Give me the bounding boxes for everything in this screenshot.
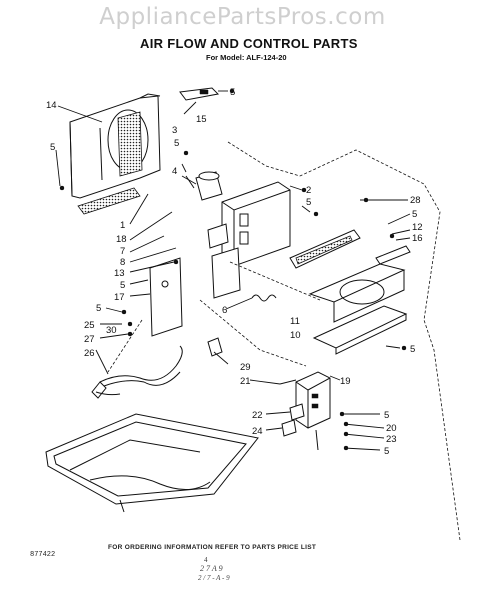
leader-lines	[55, 90, 411, 451]
callout-7: 7	[120, 246, 125, 257]
callout-5: 5	[50, 142, 55, 153]
callout-5: 5	[120, 280, 125, 291]
callout-5: 5	[96, 303, 101, 314]
callout-2: 2	[306, 185, 311, 196]
callout-20: 20	[386, 423, 397, 434]
callout-8: 8	[120, 257, 125, 268]
cabinet-outline	[107, 141, 461, 541]
callout-5: 5	[384, 446, 389, 457]
blower-housing	[308, 263, 408, 355]
wiring-harness	[91, 345, 183, 399]
callout-28: 28	[410, 195, 421, 206]
callout-13: 13	[114, 268, 125, 279]
callout-15: 15	[196, 114, 207, 125]
handwritten-stamp: 2 7 A 9	[200, 564, 223, 573]
screws	[59, 88, 407, 451]
callout-4: 4	[172, 166, 177, 177]
callout-30: 30	[106, 325, 117, 336]
model-label: For Model: ALF-124-20	[206, 53, 287, 62]
top-bracket	[179, 87, 220, 101]
base-tray	[45, 413, 259, 513]
handwritten-stamp-2: 2 / 7 - A - 9	[198, 574, 230, 582]
switch-block	[279, 371, 331, 451]
callout-6: 6	[222, 305, 227, 316]
callout-19: 19	[340, 376, 351, 387]
callout-23: 23	[386, 434, 397, 445]
callout-24: 24	[252, 426, 263, 437]
callout-17: 17	[114, 292, 125, 303]
callout-12: 12	[412, 222, 423, 233]
mounting-plate	[149, 247, 241, 337]
louver-assembly	[289, 229, 411, 269]
callout-5: 5	[306, 197, 311, 208]
callout-27: 27	[84, 334, 95, 345]
rotary-switch	[281, 403, 305, 437]
control-knob	[207, 337, 223, 357]
ordering-note: FOR ORDERING INFORMATION REFER TO PARTS …	[108, 544, 317, 551]
callout-11: 11	[290, 316, 300, 327]
callout-5: 5	[412, 209, 417, 220]
callout-1: 1	[120, 220, 125, 231]
callout-5: 5	[174, 138, 179, 149]
callout-10: 10	[290, 330, 301, 341]
front-grille-panel	[69, 93, 161, 199]
capacitor	[185, 171, 223, 201]
callout-18: 18	[116, 234, 127, 245]
callout-26: 26	[84, 348, 95, 359]
watermark: AppliancePartsPros.com	[99, 4, 386, 30]
air-filter	[77, 187, 141, 215]
callout-labels: 14 5 15 3 5 5 4 2 5 1 18 7 8 13 5 17 5 6…	[46, 87, 423, 457]
page-number: 4	[204, 556, 208, 564]
callout-14: 14	[46, 100, 57, 111]
callout-25: 25	[84, 320, 95, 331]
callout-5: 5	[384, 410, 389, 421]
callout-3: 3	[172, 125, 177, 136]
callout-22: 22	[252, 410, 263, 421]
callout-29: 29	[240, 362, 251, 373]
callout-5: 5	[230, 87, 235, 98]
callout-16: 16	[412, 233, 423, 244]
document-code: 877422	[30, 551, 56, 559]
callout-5: 5	[410, 344, 415, 355]
callout-21: 21	[240, 376, 251, 387]
control-box	[207, 181, 291, 267]
diagram-title: AIR FLOW AND CONTROL PARTS	[140, 36, 358, 51]
spring	[251, 294, 277, 302]
